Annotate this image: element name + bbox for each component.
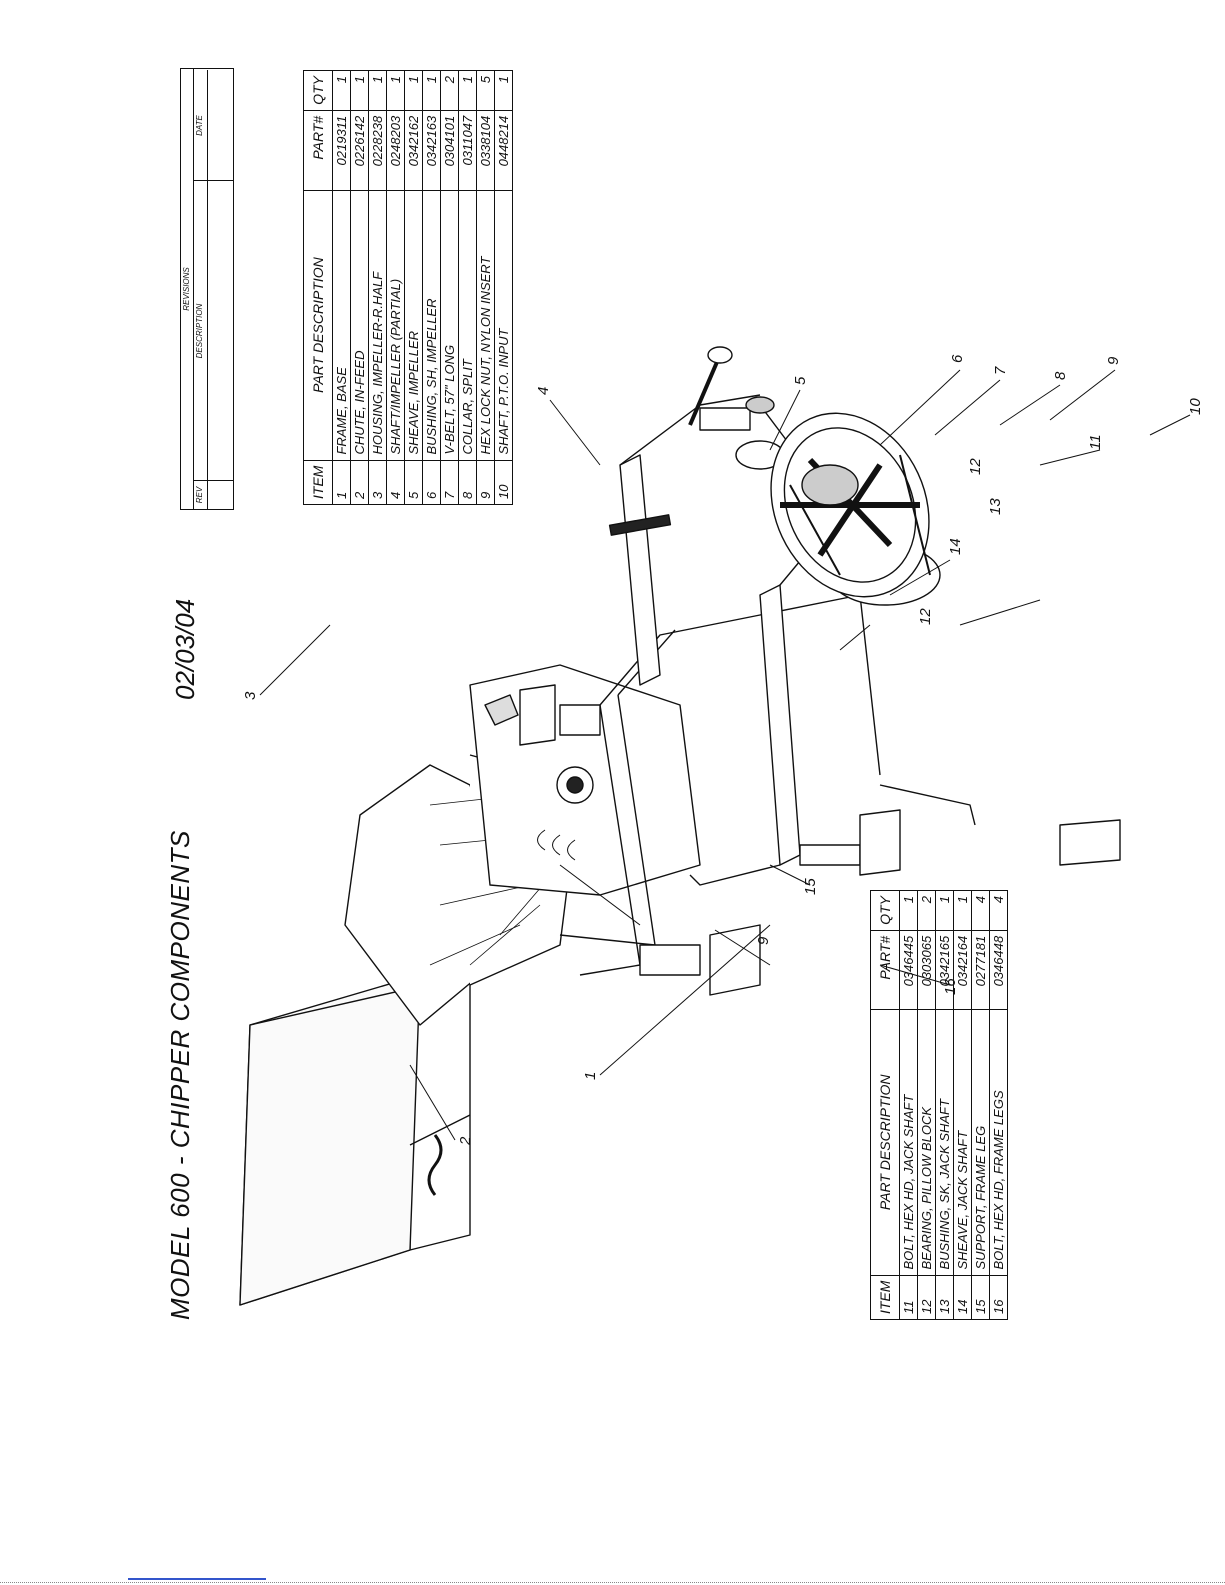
drive-assembly bbox=[608, 346, 941, 606]
callout-13: 13 bbox=[987, 498, 1004, 515]
page-bottom-border bbox=[0, 1582, 1225, 1584]
callout-7: 7 bbox=[992, 366, 1009, 375]
callout-9-frame: 9 bbox=[755, 936, 772, 945]
callout-6: 6 bbox=[949, 354, 966, 363]
callout-16: 16 bbox=[942, 978, 959, 995]
callout-5: 5 bbox=[792, 376, 809, 385]
callout-12-left: 12 bbox=[917, 608, 934, 625]
infeed-chute bbox=[239, 974, 471, 1306]
callout-3: 3 bbox=[242, 691, 259, 700]
callout-12: 12 bbox=[967, 458, 984, 475]
callout-labels: 1 2 3 4 5 6 7 8 9 9 10 11 12 12 13 14 15… bbox=[242, 354, 1204, 1146]
housing-plate bbox=[469, 664, 701, 896]
callout-1: 1 bbox=[582, 1072, 599, 1080]
callout-9: 9 bbox=[1105, 356, 1122, 365]
callout-14: 14 bbox=[947, 538, 964, 555]
callout-2: 2 bbox=[457, 1136, 474, 1146]
callout-15: 15 bbox=[802, 878, 819, 895]
leader-lines bbox=[259, 369, 1191, 1141]
callout-4: 4 bbox=[535, 387, 552, 395]
callout-11: 11 bbox=[1087, 434, 1104, 450]
callout-10: 10 bbox=[1187, 398, 1204, 415]
frame-leg-supports bbox=[519, 684, 1121, 996]
base-frame bbox=[559, 394, 976, 976]
callout-8: 8 bbox=[1052, 371, 1069, 380]
footer-link-underline bbox=[128, 1578, 266, 1580]
